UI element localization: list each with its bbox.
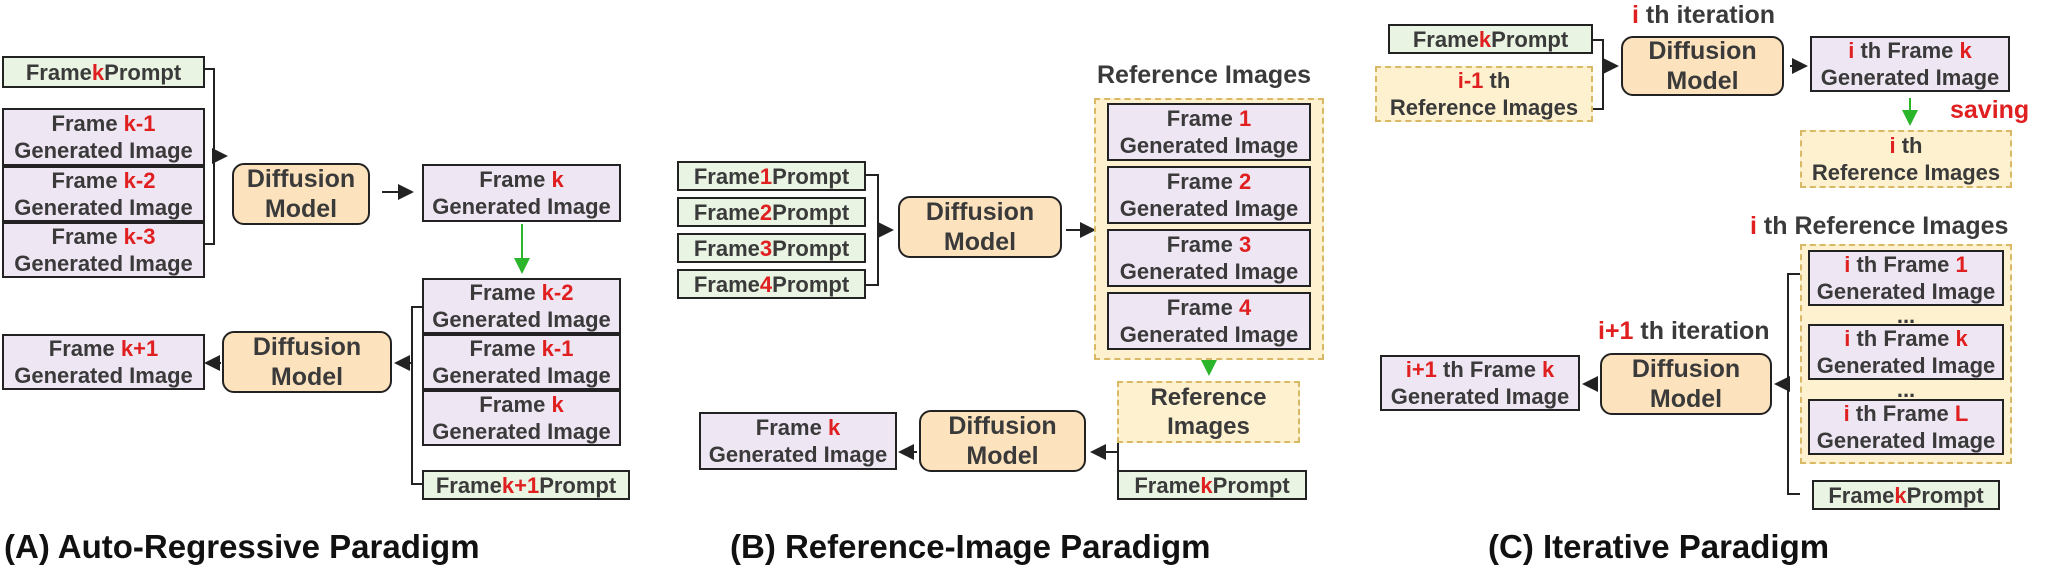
ref-title: i-1 th <box>1457 68 1511 93</box>
frame-k-output-box-b: Frame k Generated Image <box>699 412 897 470</box>
reference-frame-3-box: Frame 3 Generated Image <box>1107 229 1311 287</box>
frame-k+1-prompt-box: Frame k+1 Prompt <box>422 470 630 500</box>
image-title: i th Frame k <box>1844 326 1968 351</box>
image-title: Frame k <box>479 167 564 192</box>
ellipsis: ... <box>1896 303 1916 328</box>
ref-subtitle: Reference Images <box>1389 95 1579 120</box>
image-subtitle: Generated Image <box>14 195 193 220</box>
image-title: Frame 2 <box>1166 169 1252 194</box>
next-iteration-label: i+1 th iteration <box>1598 317 1770 345</box>
image-title: Frame k-2 <box>51 168 156 193</box>
ith-frame-l-box: i th Frame L Generated Image <box>1808 399 2004 455</box>
ith-reference-images-box: i th Reference Images <box>1800 130 2012 188</box>
frame-4-prompt-box: Frame 4 Prompt <box>677 269 866 299</box>
frame-k-2-image-box-2: Frame k-2 Generated Image <box>422 278 621 334</box>
image-subtitle: Generated Image <box>14 138 193 163</box>
image-subtitle: Generated Image <box>432 419 611 444</box>
prompt-index: k <box>91 59 105 85</box>
caption-a: (A) Auto-Regressive Paradigm <box>4 528 480 565</box>
image-title: Frame k+1 <box>48 336 159 361</box>
image-subtitle: Generated Image <box>708 442 888 467</box>
ref-title: i th <box>1889 133 1923 158</box>
prompt-pre: Frame <box>25 59 92 85</box>
frame-k+1-output-box: Frame k+1 Generated Image <box>2 334 205 390</box>
ith-frame-k-box: i th Frame k Generated Image <box>1808 324 2004 380</box>
image-subtitle: Generated Image <box>1820 65 2000 90</box>
image-title: i th Frame 1 <box>1844 252 1968 277</box>
image-subtitle: Generated Image <box>14 251 193 276</box>
caption-c: (C) Iterative Paradigm <box>1488 528 1830 565</box>
frame-3-prompt-box: Frame 3 Prompt <box>677 233 866 263</box>
prompt-post: Prompt <box>104 59 182 85</box>
prev-reference-images-box: i-1 th Reference Images <box>1375 66 1593 122</box>
frame-k-prompt-box-c: Frame k Prompt <box>1388 24 1593 54</box>
iteration-label: i th iteration <box>1632 1 1776 29</box>
image-subtitle: Generated Image <box>1119 133 1299 158</box>
image-title: i th Frame L <box>1843 401 1969 426</box>
frame-k-image-box-2: Frame k Generated Image <box>422 390 621 446</box>
image-subtitle: Generated Image <box>432 194 611 219</box>
ith-frame-1-box: i th Frame 1 Generated Image <box>1808 250 2004 306</box>
saving-label: saving <box>1950 96 2030 124</box>
ref-subtitle: Reference Images <box>1811 160 2001 185</box>
reference-frame-4-box: Frame 4 Generated Image <box>1107 292 1311 350</box>
frame-k-prompt-box: Frame k Prompt <box>2 56 205 88</box>
reference-frame-1-box: Frame 1 Generated Image <box>1107 103 1311 161</box>
frame-k-1-image-box-2: Frame k-1 Generated Image <box>422 334 621 390</box>
image-title: Frame k <box>479 392 564 417</box>
image-title: Frame k-1 <box>469 336 574 361</box>
caption-b: (B) Reference-Image Paradigm <box>730 528 1211 565</box>
image-title: Frame k-1 <box>51 111 156 136</box>
image-title: i+1 th Frame k <box>1405 357 1555 382</box>
image-title: i th Frame k <box>1848 38 1972 63</box>
frame-k-output-box: Frame k Generated Image <box>422 164 621 222</box>
reference-frame-2-box: Frame 2 Generated Image <box>1107 166 1311 224</box>
image-subtitle: Generated Image <box>1119 196 1299 221</box>
image-subtitle: Generated Image <box>1816 279 1996 304</box>
reference-images-title: Reference Images <box>1097 61 1312 89</box>
image-subtitle: Generated Image <box>1816 428 1996 453</box>
i+1-frame-k-output-box: i+1 th Frame k Generated Image <box>1380 355 1580 411</box>
image-subtitle: Generated Image <box>432 307 611 332</box>
image-title: Frame 1 <box>1166 106 1252 131</box>
frame-k-prompt-box-c2: Frame k Prompt <box>1812 480 2000 510</box>
frame-k-prompt-box-b: Frame k Prompt <box>1117 470 1307 500</box>
image-subtitle: Generated Image <box>1119 322 1299 347</box>
image-subtitle: Generated Image <box>1119 259 1299 284</box>
image-title: Frame 4 <box>1166 295 1252 320</box>
image-subtitle: Generated Image <box>14 363 193 388</box>
frame-k-1-image-box: Frame k-1 Generated Image <box>2 108 205 166</box>
image-subtitle: Generated Image <box>1816 353 1996 378</box>
ith-frame-k-output-box: i th Frame k Generated Image <box>1810 36 2010 92</box>
frame-2-prompt-box: Frame 2 Prompt <box>677 197 866 227</box>
frame-k-2-image-box: Frame k-2 Generated Image <box>2 166 205 222</box>
image-title: Frame 3 <box>1166 232 1252 257</box>
image-title: Frame k-2 <box>469 280 574 305</box>
ellipsis: ... <box>1896 377 1916 402</box>
ith-reference-images-title: i th Reference Images <box>1750 212 2009 240</box>
image-subtitle: Generated Image <box>432 363 611 388</box>
image-subtitle: Generated Image <box>1390 384 1570 409</box>
frame-k-3-image-box: Frame k-3 Generated Image <box>2 222 205 278</box>
image-title: Frame k <box>755 415 841 440</box>
frame-1-prompt-box: Frame 1 Prompt <box>677 161 866 191</box>
image-title: Frame k-3 <box>51 224 156 249</box>
